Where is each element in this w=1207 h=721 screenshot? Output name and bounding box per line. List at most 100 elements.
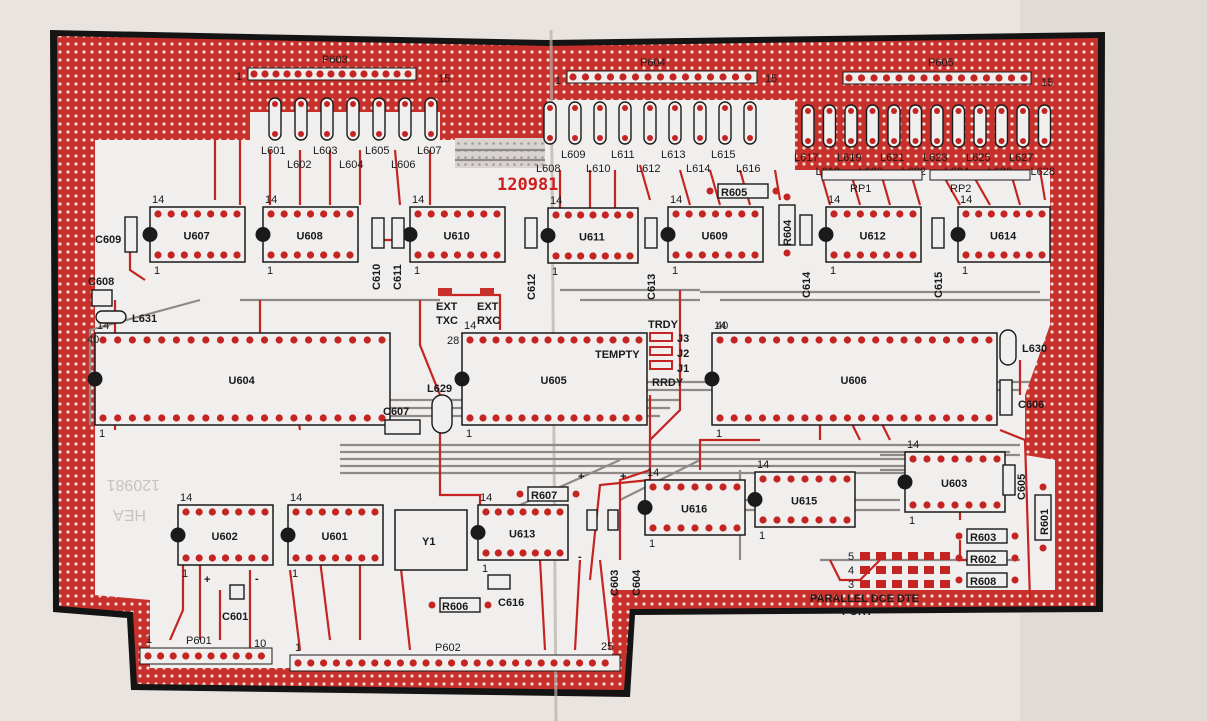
connector-pin xyxy=(358,659,366,667)
inductor-label-l606: L606 xyxy=(391,159,415,171)
ic-pin1-label: 1 xyxy=(182,568,188,580)
connector-pin xyxy=(731,73,740,81)
connector-pin xyxy=(594,73,602,81)
inductor xyxy=(887,104,901,148)
ic-pin14-label: 14 xyxy=(412,194,424,206)
rp2-label: RP2 xyxy=(950,183,971,195)
rp1-label: RP1 xyxy=(850,183,871,195)
connector-pin xyxy=(569,73,577,81)
inductor-label-l614: L614 xyxy=(686,163,710,175)
port-pad xyxy=(860,566,870,574)
ic-packages: U607141U608141U610141U611141U609141U6121… xyxy=(87,194,1051,580)
ic-label-u609: U609 xyxy=(702,231,728,243)
ic-pin14-label: 14 xyxy=(670,194,682,206)
inductor-label-l617: L617 xyxy=(794,152,818,164)
connector-pin xyxy=(371,70,379,78)
resistor-r606: R606 xyxy=(428,597,492,613)
ic-label-u613: U613 xyxy=(509,529,535,541)
ic-label-u611: U611 xyxy=(579,232,605,244)
connector-pin xyxy=(327,70,335,78)
ic-pin14-label: 14 xyxy=(757,459,769,471)
connector-pin xyxy=(232,652,240,660)
connector-pin xyxy=(332,659,340,667)
connector-pin xyxy=(245,652,253,660)
connector-pin xyxy=(409,659,417,667)
connector-pin xyxy=(895,74,903,82)
ic-label-u602: U602 xyxy=(212,531,238,543)
ic-pin1-label: 1 xyxy=(649,538,655,550)
port-pad xyxy=(908,580,918,588)
connector-pin xyxy=(371,659,379,667)
connector-pin xyxy=(393,70,401,78)
connector-pin xyxy=(307,659,315,667)
inductor xyxy=(822,104,837,148)
ic-label-u604: U604 xyxy=(229,375,256,387)
resistor-r605: R605 xyxy=(706,183,780,199)
tempty-label: TEMPTY xyxy=(595,349,640,361)
connector-pin xyxy=(995,74,1003,82)
jumper-labels: EXT TXC EXT RXC TRDY TEMPTY RRDY J3 J2 J… xyxy=(436,288,689,389)
connector-pin xyxy=(719,73,727,81)
resistor-r607: R607 xyxy=(516,486,580,502)
port-pad xyxy=(892,566,902,574)
connector-pin xyxy=(144,652,152,660)
connector-pin xyxy=(920,74,928,82)
connector-pin xyxy=(1020,74,1028,82)
u605-pin28-label: 28 xyxy=(447,335,459,347)
connector-pin xyxy=(182,652,190,660)
connector-pins xyxy=(144,70,1028,667)
inductor xyxy=(1016,104,1030,148)
capacitor-c611: C611 xyxy=(391,217,405,290)
connector-pin xyxy=(982,74,991,82)
connector-pin xyxy=(382,70,390,78)
ic-pin1-label: 1 xyxy=(482,563,488,575)
parallel-port-label: PARALLEL DCE DTE PORT 5 4 3 xyxy=(810,551,919,618)
port-pad xyxy=(908,552,918,560)
resistor-r601: R601 xyxy=(1034,483,1052,552)
port-pad xyxy=(860,580,870,588)
connector-pin xyxy=(435,659,443,667)
resistor-label-r603: R603 xyxy=(970,532,996,544)
connector-p605-pin15: 15 xyxy=(1041,77,1053,89)
port-pad xyxy=(940,566,950,574)
capacitor-c609: C609 xyxy=(95,216,138,253)
crystal-y1-label: Y1 xyxy=(422,536,435,548)
inductor xyxy=(643,101,657,145)
ic-label-u614: U614 xyxy=(990,231,1017,243)
connector-pin xyxy=(601,659,609,667)
inductor xyxy=(718,101,732,145)
inductor xyxy=(372,97,386,141)
ic-pin1-label: 1 xyxy=(154,265,160,277)
connector-p605-label: P605 xyxy=(928,57,954,69)
ic-pin1-label: 1 xyxy=(552,266,558,278)
connector-pin xyxy=(656,73,665,81)
capacitor-c614: C614 xyxy=(799,214,813,298)
connector-pin xyxy=(345,659,353,667)
ic-label-u603: U603 xyxy=(941,478,967,490)
inductor xyxy=(693,101,707,145)
ic-pin1-label: 1 xyxy=(672,265,678,277)
capacitor-label-c605: C605 xyxy=(1016,474,1028,500)
ext-txc-line1: EXT xyxy=(436,301,458,313)
connector-pin xyxy=(644,73,652,81)
capacitor-c612: C612 xyxy=(524,217,538,300)
connector-p603-pin1: 1 xyxy=(236,71,242,83)
connector-pin xyxy=(157,652,165,660)
inductor-label-l612: L612 xyxy=(636,163,660,175)
capacitor-c610: C610 xyxy=(371,217,385,290)
connector-p602-pin25: 25 xyxy=(601,641,613,653)
connector-pin xyxy=(294,70,302,78)
j3-label: J3 xyxy=(677,333,689,345)
ic-pin14-label: 14 xyxy=(290,492,302,504)
port-label-line1: PARALLEL DCE DTE xyxy=(810,593,919,605)
ic-label-u601: U601 xyxy=(322,531,348,543)
connector-pin xyxy=(870,74,878,82)
inductor-l629: L629 xyxy=(427,383,453,434)
resistor-label-r608: R608 xyxy=(970,576,996,588)
connector-pin xyxy=(945,74,953,82)
connector-pin xyxy=(207,652,215,660)
